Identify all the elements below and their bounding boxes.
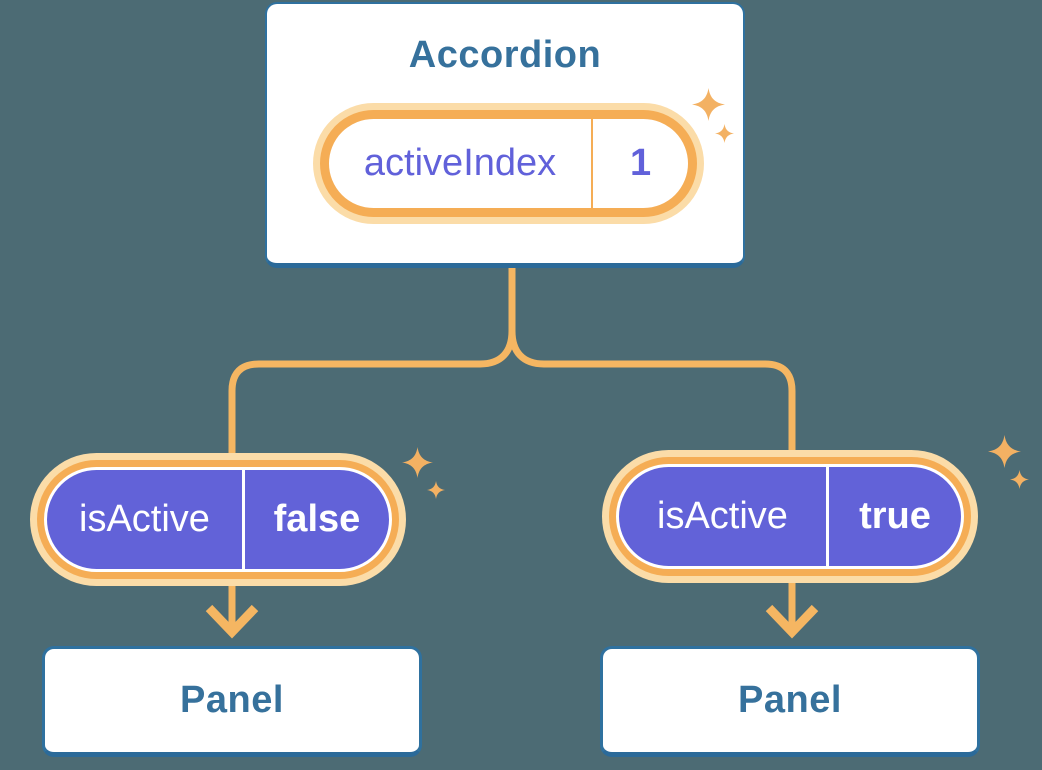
right-branch-line [508, 268, 796, 629]
prop-label-cell: isActive [619, 467, 826, 566]
sparkle-icon [1010, 470, 1029, 489]
sparkle-icon [402, 447, 433, 478]
sparkle-icon [427, 481, 445, 499]
prop-label: isActive [657, 495, 788, 537]
accordion-title: Accordion [408, 34, 602, 76]
state-pill: activeIndex 1 [320, 110, 697, 217]
prop-label-cell: isActive [47, 470, 242, 569]
state-value: 1 [629, 142, 652, 184]
prop-value: true [859, 495, 931, 537]
left-arrowhead-icon [205, 604, 259, 639]
state-label: activeIndex [363, 142, 557, 184]
panel-card-right: Panel [600, 646, 980, 757]
accordion-card: Accordion activeIndex 1 [265, 2, 745, 268]
prop-value-cell: true [825, 467, 961, 566]
panel-card-left: Panel [42, 646, 422, 757]
panel-title: Panel [180, 679, 284, 721]
sparkle-icon [988, 435, 1021, 468]
prop-value: false [273, 498, 361, 540]
state-value-cell: 1 [591, 119, 688, 208]
left-branch-line [228, 268, 516, 629]
panel-title: Panel [738, 679, 842, 721]
state-label-cell: activeIndex [329, 119, 591, 208]
prop-label: isActive [79, 498, 210, 540]
prop-pill-isactive-true: isActive true [616, 464, 964, 569]
prop-value-cell: false [241, 470, 389, 569]
prop-pill-isactive-false: isActive false [44, 467, 392, 572]
right-arrowhead-icon [765, 604, 819, 639]
